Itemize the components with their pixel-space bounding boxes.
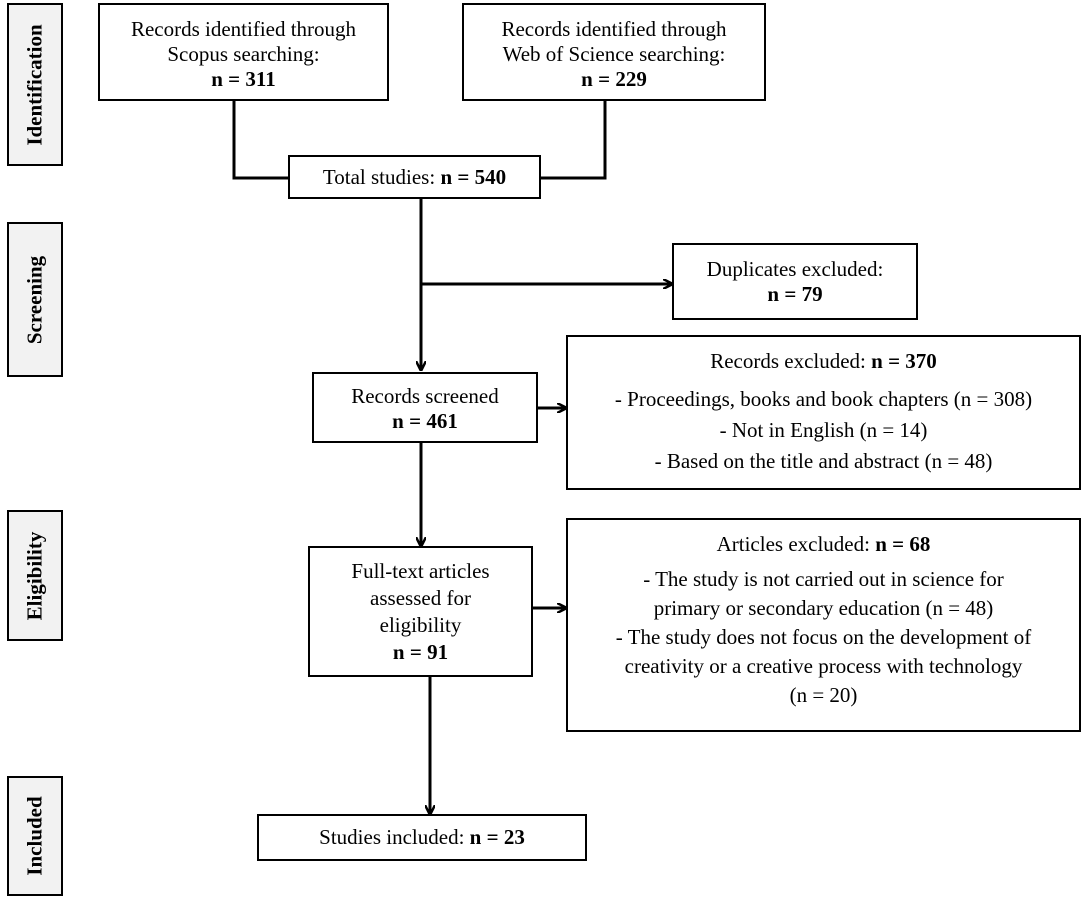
articles-excluded-label: Articles excluded: <box>716 532 876 556</box>
articles-excluded-line: primary or secondary education (n = 48) <box>653 596 994 620</box>
records-excluded-item: - Proceedings, books and book chapters (… <box>614 387 1033 411</box>
records-excluded-box: Records excluded: n = 370 - Proceedings,… <box>566 335 1081 490</box>
records-screened-box: Records screened n = 461 <box>312 372 538 443</box>
scopus-count: n = 311 <box>211 67 276 91</box>
scopus-line1: Records identified through <box>130 17 357 41</box>
articles-excluded-line: creativity or a creative process with te… <box>624 654 1023 678</box>
stage-screening: Screening <box>7 222 63 377</box>
wos-to-total-connector <box>541 101 607 180</box>
articles-excluded-box: Articles excluded: n = 68 - The study is… <box>566 518 1081 732</box>
duplicates-label: Duplicates excluded: <box>706 257 884 281</box>
total-studies-box: Total studies: n = 540 <box>288 155 541 199</box>
wos-records-box: Records identified through Web of Scienc… <box>462 3 766 101</box>
wos-count: n = 229 <box>581 67 647 91</box>
records-excluded-count: n = 370 <box>871 349 937 373</box>
articles-excluded-line: (n = 20) <box>789 683 858 707</box>
duplicates-count: n = 79 <box>767 282 823 306</box>
articles-excluded-count: n = 68 <box>875 532 931 556</box>
studies-included-box: Studies included: n = 23 <box>257 814 587 861</box>
stage-included: Included <box>7 776 63 896</box>
fulltext-count: n = 91 <box>392 640 449 664</box>
stage-identification: Identification <box>7 3 63 166</box>
total-count: n = 540 <box>440 165 507 189</box>
scopus-records-box: Records identified through Scopus search… <box>98 3 389 101</box>
total-label: Total studies: <box>322 165 441 189</box>
articles-excluded-line: - The study is not carried out in scienc… <box>643 567 1004 591</box>
fulltext-line3: eligibility <box>379 613 462 637</box>
stage-eligibility: Eligibility <box>7 510 63 641</box>
records-excluded-label: Records excluded: <box>710 349 872 373</box>
articles-excluded-line: - The study does not focus on the develo… <box>615 625 1032 649</box>
screened-label: Records screened <box>351 384 499 408</box>
fulltext-line1: Full-text articles <box>351 559 490 583</box>
scopus-to-total-connector <box>232 101 288 180</box>
duplicates-excluded-box: Duplicates excluded: n = 79 <box>672 243 918 320</box>
wos-line2: Web of Science searching: <box>502 42 726 66</box>
fulltext-line2: assessed for <box>370 586 471 610</box>
included-count: n = 23 <box>469 825 525 849</box>
records-excluded-item: - Based on the title and abstract (n = 4… <box>654 449 993 473</box>
screened-count: n = 461 <box>392 409 458 433</box>
articles-excluded-heading: Articles excluded: n = 68 <box>568 532 1079 557</box>
records-excluded-heading: Records excluded: n = 370 <box>568 349 1079 374</box>
scopus-line2: Scopus searching: <box>167 42 320 66</box>
wos-line1: Records identified through <box>501 17 727 41</box>
included-label: Studies included: <box>319 825 470 849</box>
fulltext-articles-box: Full-text articles assessed for eligibil… <box>308 546 533 677</box>
records-excluded-item: - Not in English (n = 14) <box>719 418 928 442</box>
